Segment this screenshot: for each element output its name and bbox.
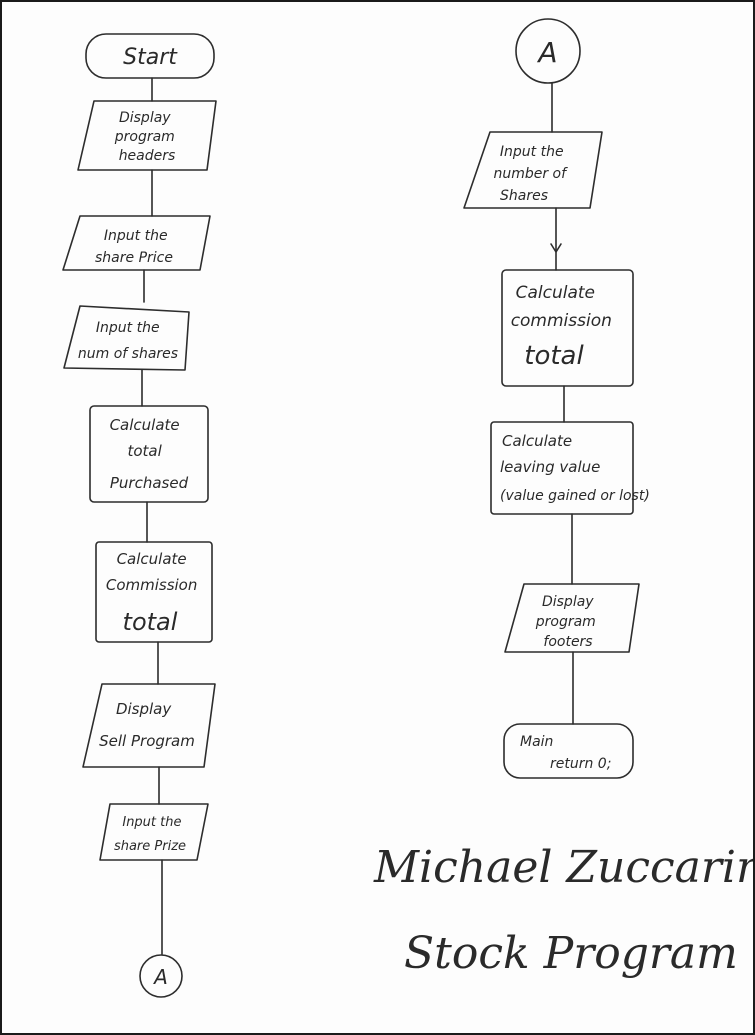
svg-text:Display program: Display program headers (114, 110, 180, 164)
calc-commission-right-line-1: Calculate (516, 283, 595, 303)
calc-total-purchased-line-2: total (127, 442, 162, 460)
calc-total-purchased-box: Calculate total Purchased (89, 405, 209, 503)
start-terminator: Start (85, 33, 215, 79)
svg-text:Input the share Price: Input the share Price (95, 228, 173, 266)
input-num-shares-box: Input the num of shares (63, 305, 190, 371)
svg-text:Calculate commission: Calculate commission total (511, 283, 618, 371)
input-number-shares-line-3: Shares (500, 188, 548, 204)
signature-name: Michael Zuccarino (373, 842, 753, 893)
connector-a-bottom: A (139, 954, 183, 998)
svg-text:Input the share Prize: Input the share Prize (114, 815, 186, 854)
main-return-terminator: Main return 0; (503, 723, 634, 779)
main-return-line-1: Main (520, 734, 553, 750)
display-headers-line-2: program (114, 129, 175, 145)
calc-leaving-value-box: Calculate leaving value (value gained or… (490, 421, 650, 515)
input-number-shares-line-2: number of (493, 166, 568, 182)
main-return-line-2: return 0; (550, 756, 611, 772)
svg-text:Input the num of share: Input the num of shares (78, 320, 178, 362)
input-number-shares-line-1: Input the (500, 144, 564, 160)
calc-commission-total-right-box: Calculate commission total (501, 269, 634, 387)
signature-program-title: Stock Program (404, 928, 738, 979)
calc-commission-left-line-1: Calculate (117, 550, 187, 568)
calc-total-purchased-line-1: Calculate (110, 416, 180, 434)
calc-commission-right-line-2: commission (511, 311, 612, 331)
connector-a-top-label: A (536, 36, 557, 69)
calc-commission-left-line-3: total (123, 608, 178, 636)
calc-leaving-line-2: leaving value (500, 458, 600, 476)
svg-text:Calculate Commission: Calculate Commission total (106, 550, 202, 636)
svg-text:Main return 0;: Main return 0; (520, 734, 611, 772)
connector-a-bottom-label: A (152, 965, 168, 989)
calc-commission-left-line-2: Commission (106, 576, 198, 594)
display-footers-line-1: Display (542, 594, 594, 610)
display-footers-box: Display program footers (504, 583, 640, 653)
input-num-shares-line-2: num of shares (78, 346, 178, 362)
display-sell-program-box: Display Sell Program (82, 683, 216, 768)
svg-text:Calculate leaving valu: Calculate leaving value (value gained or… (500, 432, 650, 504)
input-share-price-line-1: Input the (104, 228, 168, 244)
svg-text:Display Sell Program: Display Sell Program (99, 700, 195, 750)
display-headers-line-3: headers (119, 148, 176, 164)
svg-text:Input the number of: Input the number of Shares (493, 144, 570, 204)
calc-commission-total-left-box: Calculate Commission total (95, 541, 213, 643)
svg-text:Display program: Display program footers (535, 594, 601, 650)
start-label: Start (123, 45, 178, 70)
input-share-price-box: Input the share Price (62, 215, 211, 271)
connector-a-top: A (515, 18, 581, 84)
calc-leaving-line-3: (value gained or lost) (500, 488, 650, 504)
calc-leaving-line-1: Calculate (502, 432, 572, 450)
arrow-head (550, 243, 562, 253)
input-share-prize-line-1: Input the (122, 815, 181, 830)
input-share-prize-line-2: share Prize (114, 839, 186, 854)
svg-text:Calculate total: Calculate total Purchased (110, 416, 189, 492)
calc-commission-right-line-3: total (524, 341, 584, 371)
calc-total-purchased-line-3: Purchased (110, 474, 189, 492)
display-footers-line-2: program (535, 614, 596, 630)
display-headers-box: Display program headers (77, 100, 217, 171)
display-footers-line-3: footers (543, 634, 592, 650)
input-share-prize-box: Input the share Prize (99, 803, 209, 861)
input-share-price-line-2: share Price (95, 250, 173, 266)
input-number-shares-box: Input the number of Shares (463, 131, 603, 209)
input-num-shares-line-1: Input the (96, 320, 160, 336)
display-sell-line-2: Sell Program (99, 732, 195, 750)
display-headers-line-1: Display (119, 110, 171, 126)
display-sell-line-1: Display (116, 700, 172, 718)
